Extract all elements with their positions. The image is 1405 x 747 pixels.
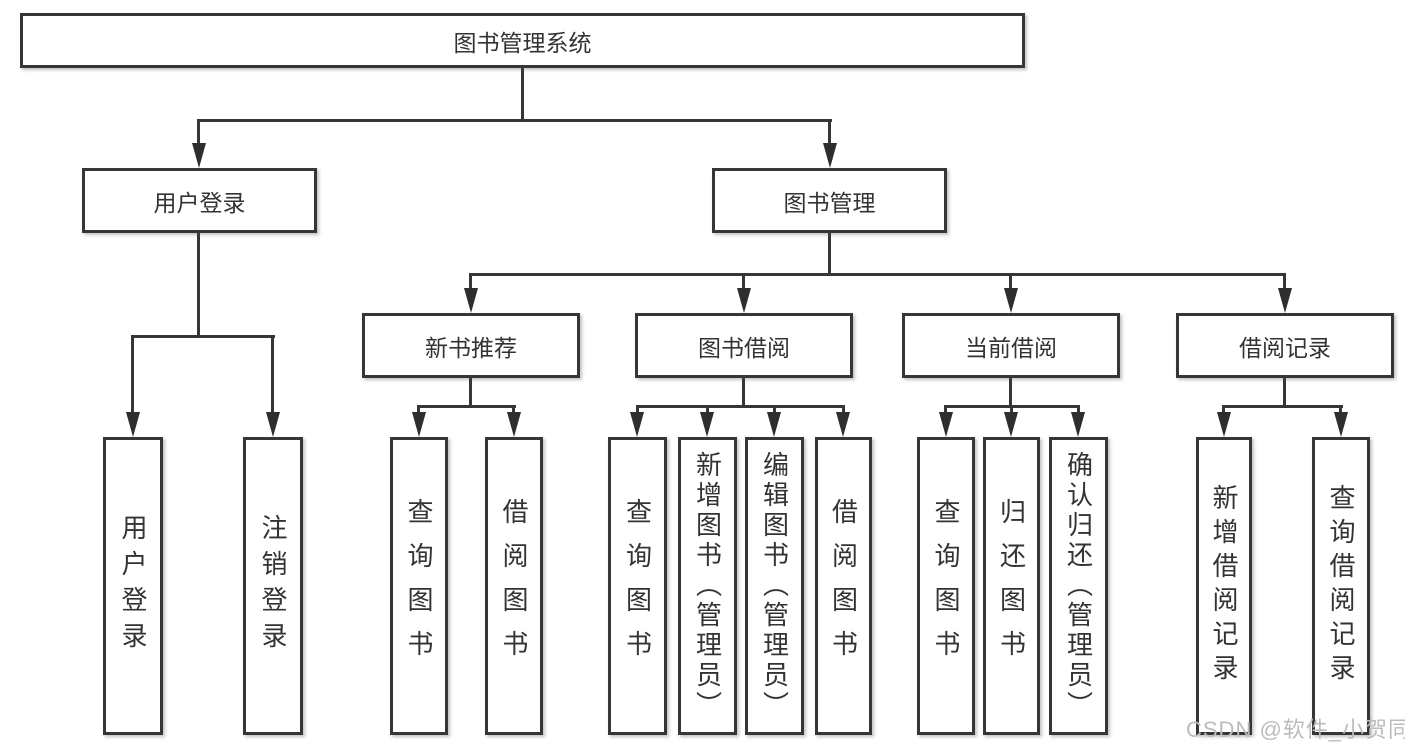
edge-line	[742, 375, 745, 408]
leaf-add-books-admin: 新增图书（管理员）	[678, 437, 737, 735]
leaf-add-borrow-record: 新增借阅记录	[1196, 437, 1252, 735]
edge-line	[842, 405, 845, 415]
leaf-query-borrow-record-label: 查询借阅记录	[1326, 484, 1356, 688]
leaf-borrow-books-borrow: 借阅图书	[815, 437, 872, 735]
leaf-borrow-books-borrow-label: 借阅图书	[828, 498, 859, 674]
edge-line	[773, 405, 776, 415]
leaf-query-books-recommend-label: 查询图书	[404, 498, 434, 674]
edge-line	[512, 405, 515, 415]
leaf-confirm-return-admin: 确认归还（管理员）	[1049, 437, 1108, 735]
node-book-management-label: 图书管理	[783, 189, 876, 216]
node-current-borrow: 当前借阅	[902, 313, 1120, 378]
arrowhead	[1217, 412, 1231, 437]
arrowhead	[1004, 412, 1018, 437]
node-current-borrow-label: 当前借阅	[965, 334, 1057, 361]
arrowhead	[939, 412, 953, 437]
edge-line	[469, 273, 472, 292]
edge-line	[706, 405, 709, 415]
arrowhead	[192, 143, 206, 168]
edge-line	[521, 68, 524, 122]
edge-line	[131, 335, 134, 413]
arrowhead	[737, 288, 751, 313]
edge-line	[636, 405, 844, 408]
arrowhead	[464, 288, 478, 313]
leaf-return-books-label: 归还图书	[996, 498, 1027, 674]
edge-line	[944, 405, 947, 415]
leaf-query-books-borrow-label: 查询图书	[622, 498, 653, 674]
leaf-borrow-books-recommend-label: 借阅图书	[499, 498, 529, 674]
edge-line	[470, 273, 1286, 276]
leaf-user-login-label: 用户登录	[118, 514, 148, 658]
edge-line	[1339, 405, 1342, 415]
edge-line	[417, 405, 420, 415]
edge-line	[1283, 375, 1286, 408]
edge-line	[1283, 273, 1286, 292]
edge-line	[469, 375, 472, 408]
leaf-borrow-books-recommend: 借阅图书	[485, 437, 543, 735]
node-book-management: 图书管理	[712, 168, 947, 233]
arrowhead	[823, 143, 837, 168]
edge-line	[742, 273, 745, 292]
edge-line	[1222, 405, 1225, 415]
leaf-query-books-current-label: 查询图书	[931, 498, 961, 674]
node-user-login-label: 用户登录	[153, 189, 246, 216]
node-borrow-records: 借阅记录	[1176, 313, 1394, 378]
edge-line	[418, 405, 516, 408]
edge-line	[197, 233, 200, 338]
arrowhead	[767, 412, 781, 437]
node-new-book-recommend: 新书推荐	[362, 313, 580, 378]
leaf-query-borrow-record: 查询借阅记录	[1312, 437, 1370, 735]
edge-line	[828, 233, 831, 276]
edge-line	[1077, 405, 1080, 415]
leaf-confirm-return-admin-label: 确认归还（管理员）	[1063, 451, 1094, 721]
leaf-logout: 注销登录	[243, 437, 303, 735]
edge-line	[1009, 273, 1012, 292]
arrowhead	[1071, 412, 1085, 437]
leaf-query-books-recommend: 查询图书	[390, 437, 448, 735]
edge-line	[828, 119, 831, 146]
edge-line	[198, 119, 832, 122]
arrowhead	[700, 412, 714, 437]
node-root: 图书管理系统	[20, 13, 1025, 68]
node-root-label: 图书管理系统	[453, 29, 592, 56]
arrowhead	[1334, 412, 1348, 437]
leaf-query-books-borrow: 查询图书	[608, 437, 667, 735]
arrowhead	[412, 412, 426, 437]
leaf-edit-books-admin-label: 编辑图书（管理员）	[759, 451, 790, 721]
arrowhead	[1004, 288, 1018, 313]
leaf-edit-books-admin: 编辑图书（管理员）	[745, 437, 804, 735]
edge-line	[1223, 405, 1343, 408]
arrowhead	[266, 412, 280, 437]
leaf-user-login: 用户登录	[103, 437, 163, 735]
arrowhead	[1278, 288, 1292, 313]
node-book-borrow: 图书借阅	[635, 313, 853, 378]
edge-line	[271, 335, 274, 413]
arrowhead	[630, 412, 644, 437]
node-book-borrow-label: 图书借阅	[698, 334, 790, 361]
watermark: CSDN @软件_小贺同学	[1186, 717, 1405, 742]
leaf-query-books-current: 查询图书	[917, 437, 975, 735]
edge-line	[132, 335, 275, 338]
arrowhead	[836, 412, 850, 437]
leaf-return-books: 归还图书	[983, 437, 1040, 735]
leaf-add-books-admin-label: 新增图书（管理员）	[692, 451, 723, 721]
edge-line	[1009, 375, 1012, 408]
leaf-logout-label: 注销登录	[258, 514, 288, 658]
node-new-book-recommend-label: 新书推荐	[425, 334, 517, 361]
edge-line	[197, 119, 200, 146]
arrowhead	[507, 412, 521, 437]
edge-line	[1010, 405, 1013, 415]
node-user-login: 用户登录	[82, 168, 317, 233]
arrowhead	[126, 412, 140, 437]
edge-line	[636, 405, 639, 415]
leaf-add-borrow-record-label: 新增借阅记录	[1209, 484, 1239, 688]
node-borrow-records-label: 借阅记录	[1239, 334, 1331, 361]
